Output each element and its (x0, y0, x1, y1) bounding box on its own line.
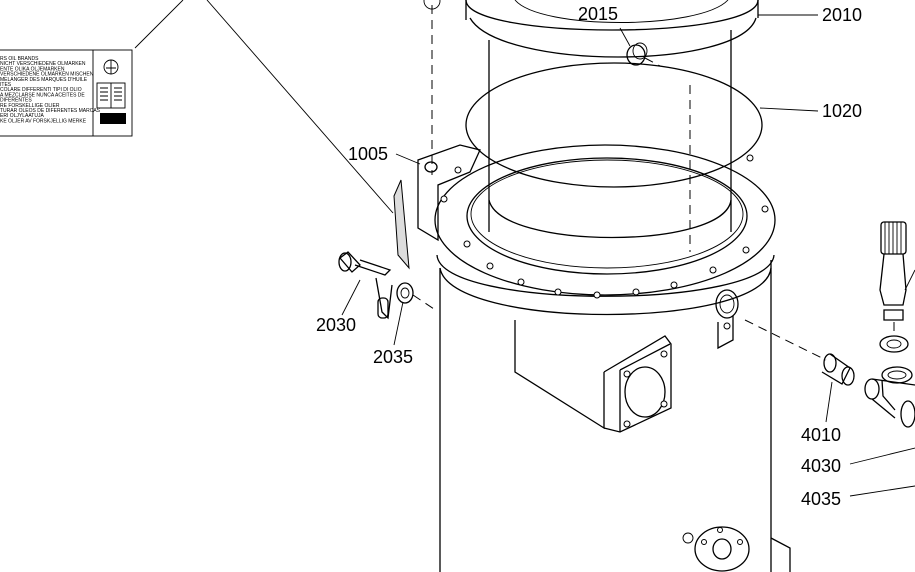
decal-text-line: KE OLJER AV FORSKJELLIG MERKE (0, 118, 87, 124)
callout-2010: 2010 (822, 5, 862, 25)
decal-text-line: MELANGER DES MARQUES D'HUILE (0, 77, 88, 83)
callout-1005: 1005 (348, 144, 388, 164)
decal-text-line: DIFERENTES (0, 98, 32, 104)
callout-2035: 2035 (373, 347, 413, 367)
oil-level-sight-glass (338, 251, 393, 320)
element-top-flange (465, 0, 759, 58)
separator-tank-body (439, 260, 791, 572)
decal-text-line: ERI OLJYLAATUJA (0, 113, 44, 119)
decal-text-line: NICHT VERSCHIEDENE OLMARKEN (0, 61, 86, 67)
gasket-ring (465, 62, 763, 188)
callout-2015: 2015 (578, 4, 618, 24)
decal-plate (393, 179, 410, 270)
decal-text-line: RE FORSKELLIGE OLIER (0, 103, 60, 109)
decal-text-line: VERSCHIEDENE OLMARKEN MISCHEN (0, 72, 94, 78)
sealing-ring-2035 (396, 282, 414, 304)
decal-text-line: ENTE OLIKA OLJEMARKEN (0, 66, 65, 72)
manual-book-icon (96, 82, 126, 109)
main-flange (417, 144, 776, 350)
tee-fitting-4030 (864, 366, 915, 428)
callout-2030: 2030 (316, 315, 356, 335)
callout-1020: 1020 (822, 101, 862, 121)
separator-element (488, 30, 732, 252)
decal-text-line: A MEZCLARSE NUNCA ACEITES DE (0, 92, 85, 98)
fitting-2015 (626, 42, 661, 67)
callout-4030: 4030 (801, 456, 841, 476)
brand-logo-block (100, 113, 126, 124)
callout-4035: 4035 (801, 489, 841, 509)
nipple-4010 (821, 353, 855, 386)
valve-cartridge (879, 221, 909, 353)
decal-text-line: TURAR OLEOS DE DIFERENTES MARCAS (0, 108, 101, 114)
decal-text-line: RS OIL BRANDS (0, 56, 39, 62)
oil-can-icon (103, 59, 119, 75)
decal-text-line: COLARE DIFFERENTI TIPI DI OLIO (0, 87, 82, 93)
decal-text-line: ITES (0, 82, 12, 88)
callout-4010: 4010 (801, 425, 841, 445)
